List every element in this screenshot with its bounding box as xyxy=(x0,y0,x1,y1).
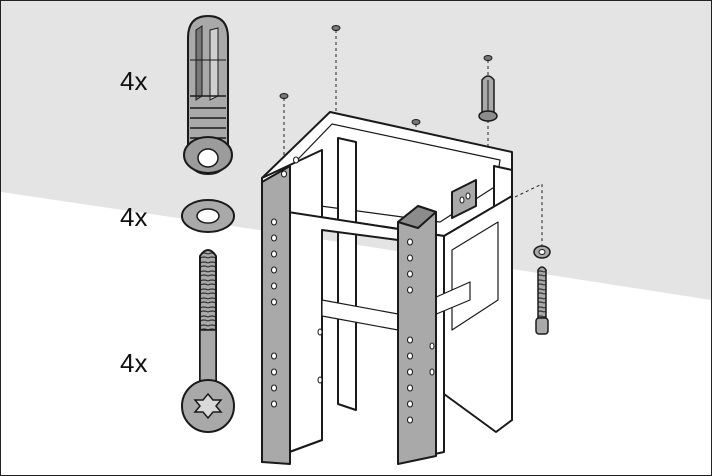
washer-large xyxy=(181,199,235,233)
drill-holes xyxy=(279,25,493,125)
mounting-frame xyxy=(261,111,513,465)
screw-small xyxy=(535,266,549,335)
screw-quantity-label: 4x xyxy=(120,348,147,378)
rail-holes xyxy=(271,156,471,424)
wall-anchor-small xyxy=(478,75,498,122)
wall-anchor-large xyxy=(183,14,233,176)
torx-icon xyxy=(193,392,223,420)
screw-large xyxy=(181,249,235,433)
anchor-quantity-label: 4x xyxy=(120,66,147,96)
washer-quantity-label: 4x xyxy=(120,202,147,232)
washer-small xyxy=(533,245,551,259)
